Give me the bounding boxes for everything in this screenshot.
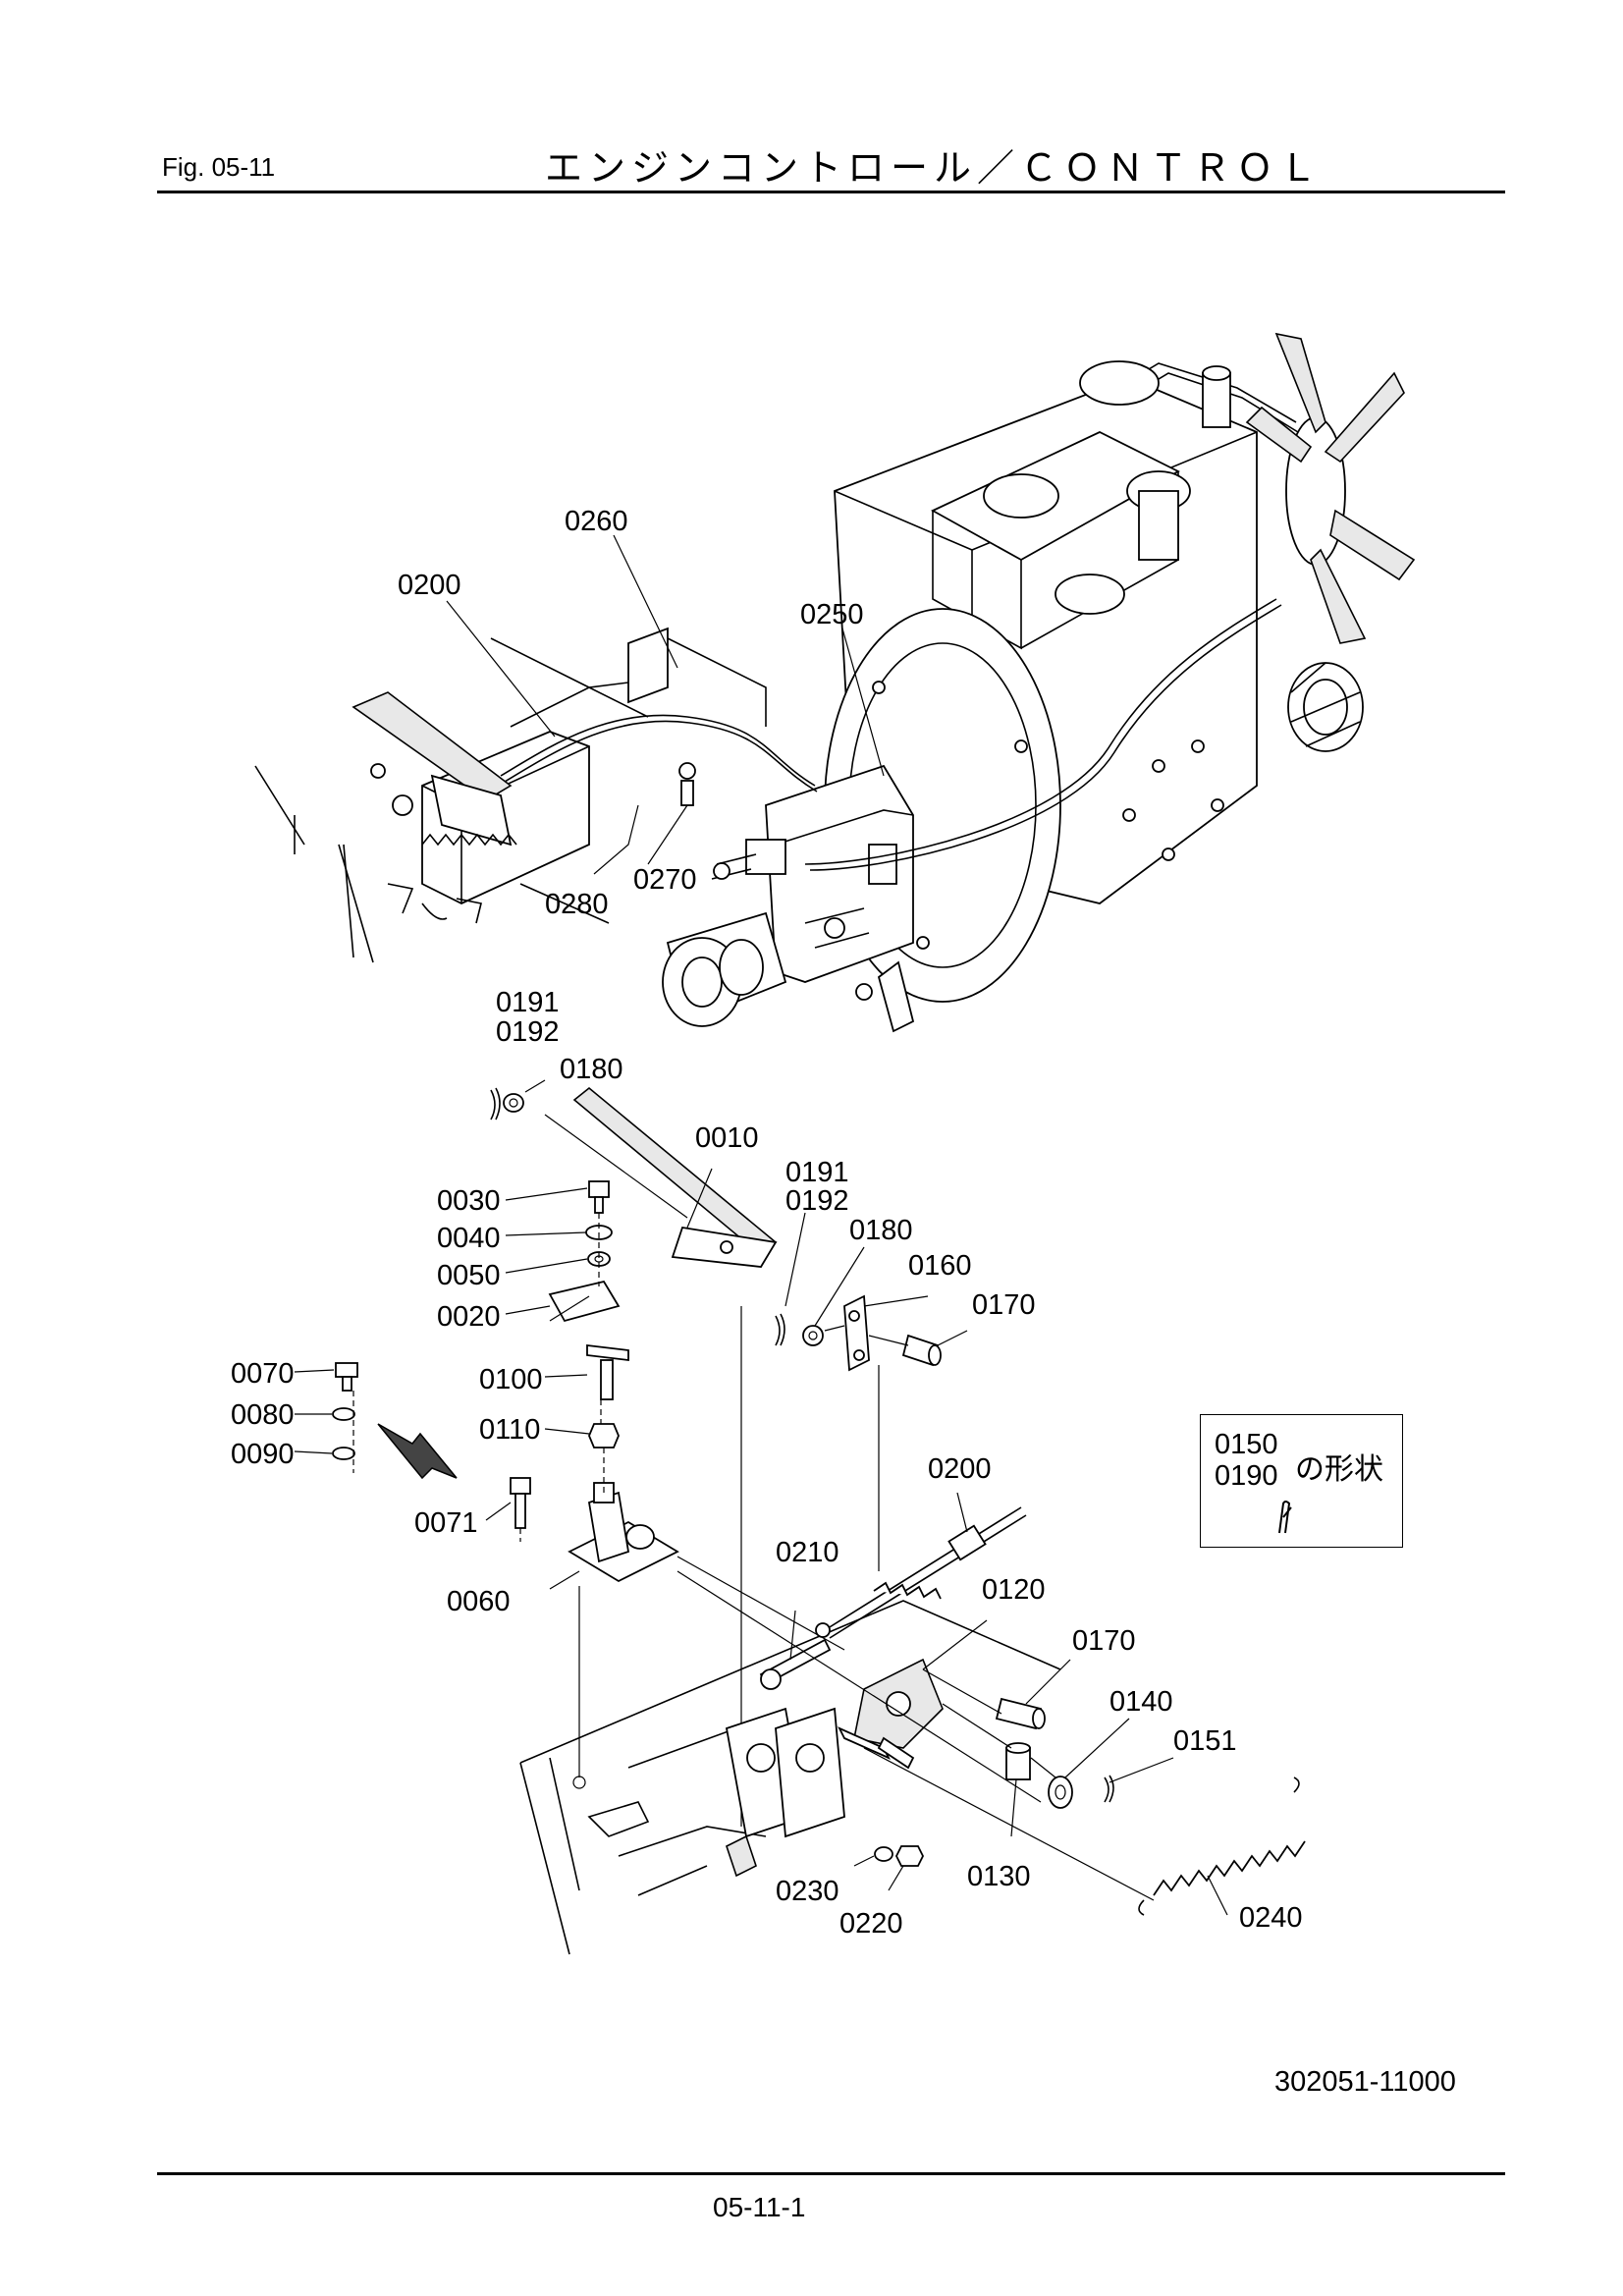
callout-label: 0210 <box>776 1537 839 1568</box>
page-number: 05-11-1 <box>713 2192 806 2222</box>
callout-leaders <box>294 534 1228 1916</box>
inset-suffix: の形状 <box>1295 1452 1383 1487</box>
callout-label: 0180 <box>849 1215 913 1246</box>
callout-label: 0191 <box>785 1157 849 1188</box>
callout-label: 0070 <box>231 1358 295 1390</box>
inset-code: 0150 <box>1215 1429 1278 1460</box>
cotter-pin-icon <box>1278 1501 1292 1534</box>
lower-exploded-assembly <box>332 1086 1306 1955</box>
direction-arrow-icon <box>377 1423 458 1480</box>
callout-label: 0200 <box>928 1453 992 1485</box>
header-rule <box>157 191 1505 193</box>
callout-label: 0020 <box>437 1301 501 1333</box>
cotter-pin-shape-inset: 0150 0190 の形状 <box>1200 1414 1403 1548</box>
upper-pedal-assembly <box>254 627 818 963</box>
callout-label: 0090 <box>231 1439 295 1470</box>
callout-label: 0030 <box>437 1185 501 1217</box>
callout-label: 0140 <box>1109 1686 1173 1718</box>
callout-label: 0191 <box>496 987 560 1018</box>
callout-label: 0130 <box>967 1861 1031 1892</box>
callout-label: 0170 <box>972 1289 1036 1321</box>
callout-label: 0170 <box>1072 1625 1136 1657</box>
callout-label: 0192 <box>496 1016 560 1048</box>
callout-label: 0270 <box>633 864 697 896</box>
callout-label: 0180 <box>560 1054 623 1085</box>
callout-label: 0010 <box>695 1122 759 1154</box>
drawing-number: 302051-11000 <box>1274 2066 1456 2098</box>
callout-label: 0050 <box>437 1260 501 1291</box>
callout-label: 0071 <box>414 1507 478 1539</box>
callout-label: 0080 <box>231 1399 295 1431</box>
callout-label: 0060 <box>447 1586 511 1617</box>
page-title: エンジンコントロール／ＣＯＮＴＲＯＬ <box>545 146 1324 190</box>
callout-label: 0160 <box>908 1250 972 1282</box>
callout-label: 0151 <box>1173 1725 1237 1757</box>
callout-label: 0110 <box>479 1414 540 1446</box>
callout-label: 0040 <box>437 1223 501 1254</box>
engine-assembly <box>662 332 1416 1033</box>
callout-label: 0260 <box>565 506 628 537</box>
callout-label: 0220 <box>839 1908 903 1940</box>
callout-label: 0200 <box>398 570 461 601</box>
callout-label: 0100 <box>479 1364 543 1395</box>
callout-label: 0280 <box>545 889 609 920</box>
callout-label: 0192 <box>785 1185 849 1217</box>
footer-rule <box>157 2172 1505 2175</box>
callout-label: 0230 <box>776 1876 839 1907</box>
callout-label: 0250 <box>800 599 864 630</box>
fan-icon <box>1245 332 1416 644</box>
callout-label: 0240 <box>1239 1902 1303 1934</box>
callout-labels: 0260 0200 0250 0280 0270 0191 0192 0180 … <box>231 506 1303 1940</box>
figure-label: Fig. 05-11 <box>162 152 276 182</box>
callout-label: 0120 <box>982 1574 1046 1606</box>
inset-code: 0190 <box>1215 1460 1278 1492</box>
